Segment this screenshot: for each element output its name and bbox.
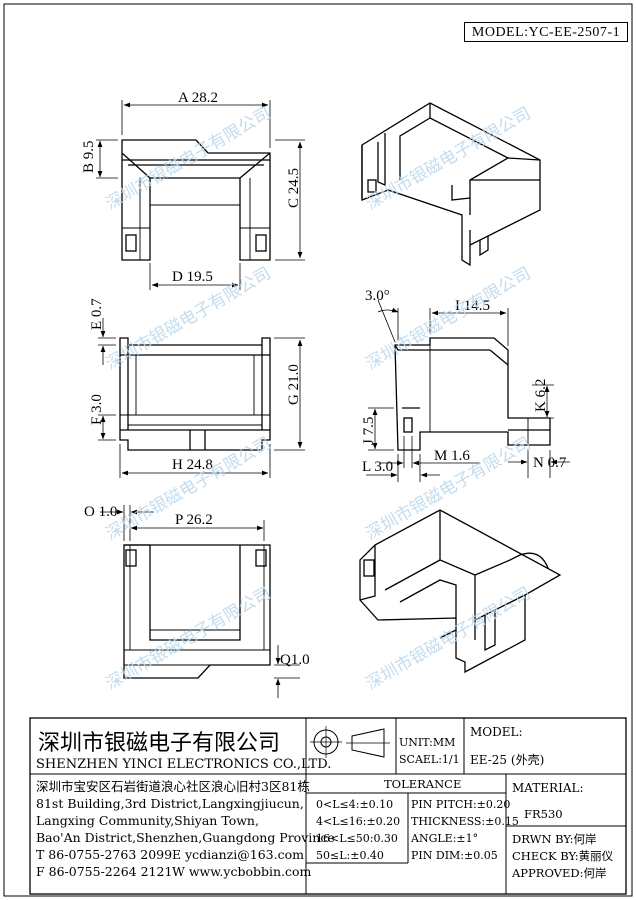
dim-angle: 3.0° <box>365 288 390 304</box>
top-view-bottom <box>123 544 271 679</box>
dims-view-5 <box>100 505 300 698</box>
fax-number: F 86-0755-2264 2121 <box>36 864 172 879</box>
tolerance-left-3: 16<L≤50:0.30 <box>316 832 398 845</box>
dim-j: J 7.5 <box>361 417 377 445</box>
address-line-4: Bao'An District,Shenzhen,Guangdong Provi… <box>36 830 335 845</box>
address-line-2: 81st Building,3rd District,Langxingjiucu… <box>36 796 304 811</box>
svg-text:深圳市银磁电子有限公司: 深圳市银磁电子有限公司 <box>363 584 535 695</box>
dim-m: M 1.6 <box>434 448 470 464</box>
unit-label: UNIT:MM <box>399 736 455 749</box>
side-view-mid <box>394 337 551 451</box>
material-value: FR530 <box>524 807 563 821</box>
dim-i: I 14.5 <box>455 298 490 314</box>
isometric-view-bottom <box>359 509 562 674</box>
model-code-box: MODEL:YC-EE-2507-1 <box>464 22 628 42</box>
tolerance-left-4: 50≤L:±0.40 <box>316 849 384 862</box>
dim-n: N 0.7 <box>533 455 567 471</box>
model-value: EE-25 (外壳) <box>470 753 544 767</box>
tolerance-right-2: THICKNESS:±0.15 <box>411 815 519 828</box>
email-address: E ycdianzi@163.com <box>172 847 304 862</box>
company-name-cn: 深圳市银磁电子有限公司 <box>38 731 280 756</box>
dims-view-3 <box>98 318 305 478</box>
dim-p: P 26.2 <box>175 512 213 528</box>
drawn-by: DRWN BY:何岸 <box>512 832 596 846</box>
title-block <box>29 717 627 895</box>
dim-h: H 24.8 <box>172 457 213 473</box>
phone-number: T 86-0755-2763 2099 <box>36 847 172 862</box>
front-view-mid <box>119 337 271 451</box>
dim-l: L 3.0 <box>362 459 393 475</box>
dim-k: K 6.2 <box>533 379 549 412</box>
tolerance-heading: TOLERANCE <box>384 777 461 791</box>
dim-c: C 24.5 <box>286 168 302 208</box>
website-address: W www.ycbobbin.com <box>172 864 312 879</box>
tolerance-right-4: PIN DIM:±0.05 <box>411 849 498 862</box>
dim-g: G 21.0 <box>286 364 302 405</box>
dim-o: O 1.0 <box>84 504 117 520</box>
tolerance-right-1: PIN PITCH:±0.20 <box>411 798 510 811</box>
company-name-en: SHENZHEN YINCI ELECTRONICS CO.,LTD. <box>36 757 331 772</box>
dim-q: Q1.0 <box>280 652 310 668</box>
front-view-top <box>121 139 271 261</box>
dim-a: A 28.2 <box>178 90 218 106</box>
dims-view-4 <box>366 299 570 482</box>
scale-label: SCAEL:1/1 <box>399 753 460 766</box>
material-label: MATERIAL: <box>512 781 584 795</box>
address-line-1: 深圳市宝安区石岩街道浪心社区浪心旧村3区81栋 <box>36 779 310 794</box>
approved-by: APPROVED:何岸 <box>511 866 606 880</box>
dim-b: B 9.5 <box>81 140 97 173</box>
dims-view-1 <box>96 100 305 290</box>
tolerance-right-3: ANGLE:±1° <box>410 832 478 845</box>
dim-f: F 3.0 <box>89 394 105 425</box>
tolerance-left-1: 0<L≤4:±0.10 <box>316 798 393 811</box>
checked-by: CHECK BY:黄丽仪 <box>512 849 614 863</box>
dim-e: E 0.7 <box>89 298 105 330</box>
model-label: MODEL: <box>470 725 523 739</box>
isometric-view-top <box>361 102 541 267</box>
address-line-3: Langxing Community,Shiyan Town, <box>36 813 259 828</box>
svg-text:深圳市银磁电子有限公司: 深圳市银磁电子有限公司 <box>363 264 535 375</box>
tolerance-left-2: 4<L≤16:±0.20 <box>316 815 400 828</box>
dim-d: D 19.5 <box>172 269 213 285</box>
svg-text:深圳市银磁电子有限公司: 深圳市银磁电子有限公司 <box>363 104 535 215</box>
